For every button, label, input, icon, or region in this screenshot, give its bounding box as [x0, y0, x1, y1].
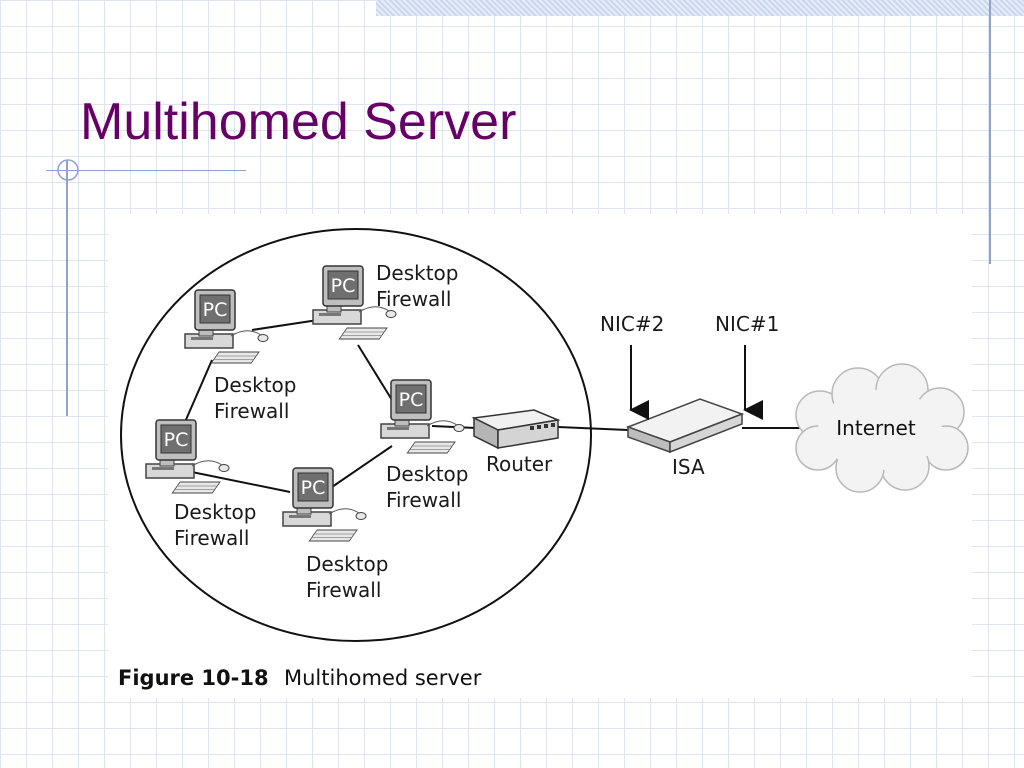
pc-icon: PC	[380, 379, 465, 454]
pc-label-line1: Desktop	[306, 552, 388, 576]
pc-icon: PC	[282, 467, 367, 542]
pc-label-line2: Firewall	[306, 578, 381, 602]
pc-icon-text: PC	[301, 477, 326, 499]
router-label: Router	[486, 452, 553, 476]
internet-cloud-icon	[795, 363, 969, 493]
figure-caption-text: Multihomed server	[284, 666, 482, 690]
pc-icon: PC	[184, 289, 269, 364]
lan-boundary-circle	[120, 228, 592, 642]
pc-icon: PC	[312, 265, 397, 340]
accent-horizontal-line	[46, 170, 246, 171]
pc-label-line1: Desktop	[386, 462, 468, 486]
pc-label-line2: Firewall	[174, 526, 249, 550]
accent-circle-icon	[57, 159, 79, 181]
figure-number: Figure 10-18	[118, 666, 269, 690]
slide-title: Multihomed Server	[80, 93, 517, 151]
pc-icon-text: PC	[164, 429, 189, 451]
accent-vertical-line-left	[66, 160, 68, 416]
pc-label-line1: Desktop	[214, 373, 296, 397]
router-icon	[471, 409, 561, 450]
nic1-label: NIC#1	[715, 312, 779, 336]
isa-server-icon	[625, 398, 745, 454]
nic2-label: NIC#2	[600, 312, 664, 336]
pc-icon: PC	[145, 419, 230, 494]
isa-label: ISA	[672, 455, 705, 479]
accent-vertical-line-right	[989, 0, 991, 264]
pc-icon-text: PC	[399, 389, 424, 411]
internet-label: Internet	[836, 416, 916, 440]
pc-label-line1: Desktop	[376, 261, 458, 285]
pc-label-line1: Desktop	[174, 500, 256, 524]
pc-icon-text: PC	[331, 275, 356, 297]
top-decorative-band	[376, 0, 1024, 16]
pc-icon-text: PC	[203, 299, 228, 321]
lan-ring-links	[181, 319, 800, 493]
pc-label-line2: Firewall	[376, 287, 451, 311]
pc-label-line2: Firewall	[214, 399, 289, 423]
pc-label-line2: Firewall	[386, 488, 461, 512]
